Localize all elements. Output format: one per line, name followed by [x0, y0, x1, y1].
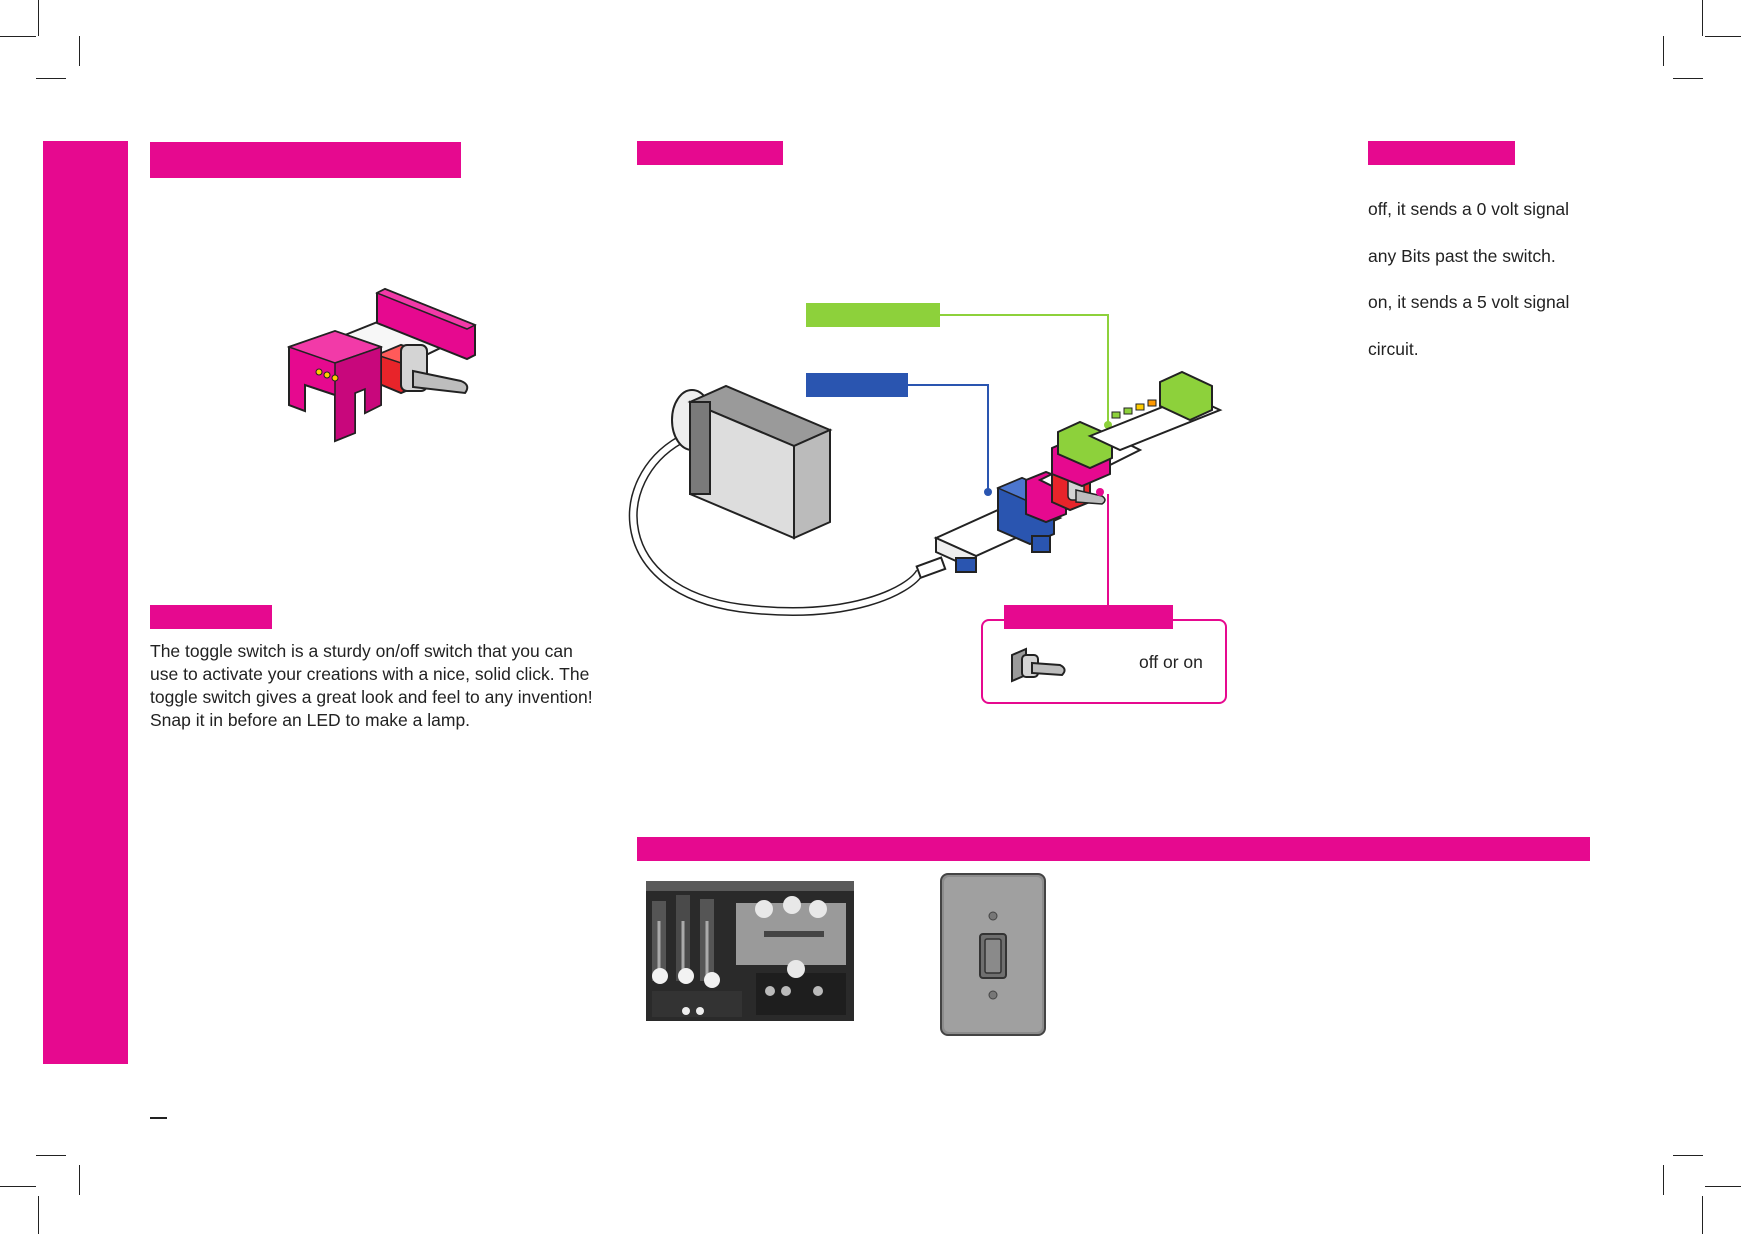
toggle-callout-text: off or on: [1139, 652, 1203, 672]
crop-mark: [79, 36, 80, 66]
crop-mark: [36, 78, 66, 79]
toggle-lever-icon: [1011, 647, 1066, 683]
how-it-works-line: off, it sends a 0 volt signal: [1368, 199, 1570, 219]
crop-mark: [79, 1165, 80, 1195]
crop-mark: [1673, 78, 1703, 79]
description-line: toggle switch gives a great look and fee…: [150, 687, 593, 707]
crop-mark: [0, 1186, 36, 1187]
crop-mark: [1705, 1186, 1741, 1187]
description-header-bar: [150, 605, 272, 629]
circuit-header-bar: [637, 141, 783, 165]
description-line: use to activate your creations with a ni…: [150, 664, 590, 684]
cockpit-panel-photo: [646, 881, 854, 1021]
crop-mark: [0, 36, 36, 37]
circuit-diagram: [628, 303, 1223, 616]
toggle-callout-header-bar: [1004, 605, 1173, 629]
battery-9v-icon: [671, 384, 833, 540]
description-line: The toggle switch is a sturdy on/off swi…: [150, 641, 573, 661]
power-label-tag: [806, 373, 908, 397]
crop-mark: [1663, 1165, 1664, 1195]
how-it-works-line: circuit.: [1368, 339, 1419, 359]
crop-mark: [38, 0, 39, 36]
crop-mark: [1702, 0, 1703, 36]
crop-mark: [1702, 1196, 1703, 1234]
toggle-switch-bit-icon: [286, 287, 477, 443]
side-color-band: [43, 141, 128, 1064]
wall-light-switch-photo: [940, 873, 1046, 1036]
how-it-works-line: on, it sends a 5 volt signal: [1368, 292, 1570, 312]
how-it-works-header-bar: [1368, 141, 1515, 165]
how-it-works-line: any Bits past the switch.: [1368, 246, 1556, 266]
crop-mark: [1705, 36, 1741, 37]
crop-mark: [1673, 1155, 1703, 1156]
description-line: Snap it in before an LED to make a lamp.: [150, 710, 471, 730]
crop-mark: [1663, 36, 1664, 66]
title-bar: [150, 142, 461, 178]
crop-mark: [36, 1155, 66, 1156]
crop-mark: [38, 1196, 39, 1234]
description-text: The toggle switch is a sturdy on/off swi…: [150, 640, 620, 732]
output-label-tag: [806, 303, 940, 327]
examples-header-bar: [637, 837, 1590, 861]
toggle-switch-bit-illustration: [286, 287, 477, 443]
page-number-dash: [150, 1117, 167, 1119]
